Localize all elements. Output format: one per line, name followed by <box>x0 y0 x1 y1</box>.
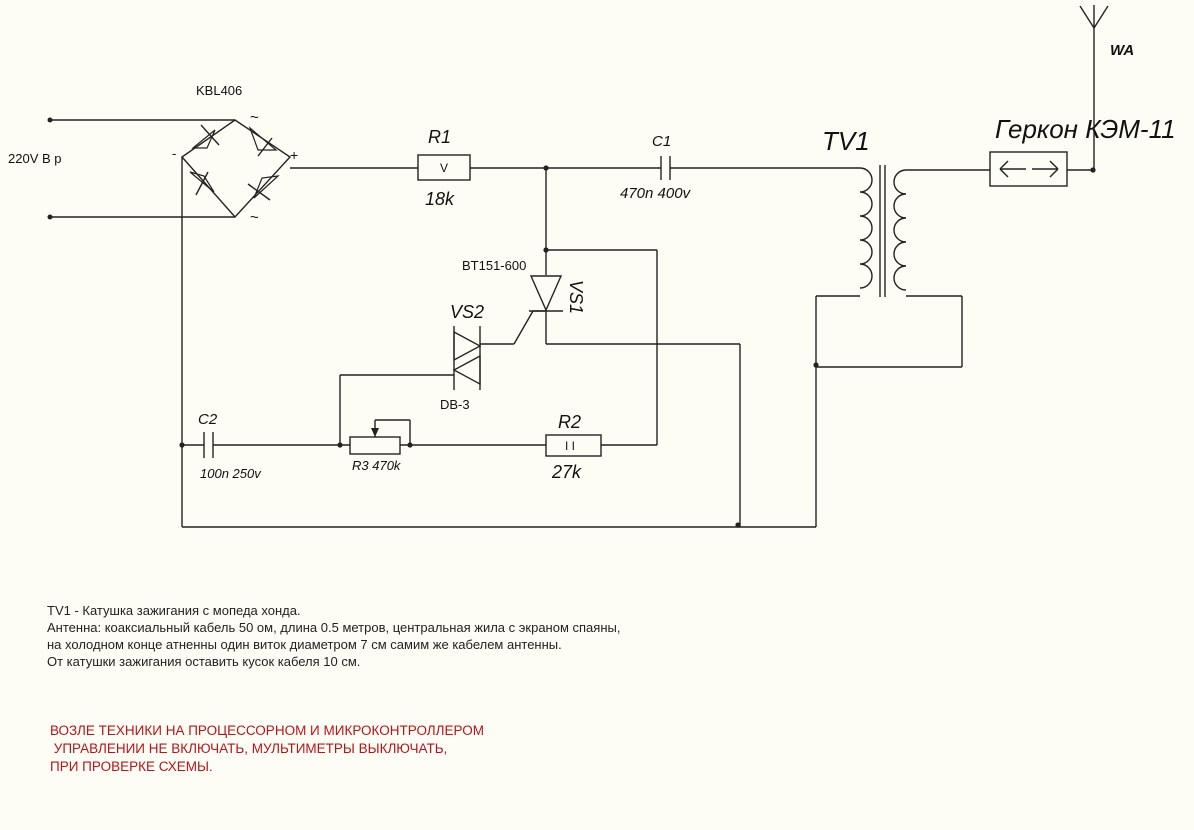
ignition-coil-tv1 <box>859 165 907 297</box>
antenna-wa <box>1079 5 1109 170</box>
warning-line: УПРАВЛЕНИИ НЕ ВКЛЮЧАТЬ, МУЛЬТИМЕТРЫ ВЫКЛ… <box>50 741 448 756</box>
db3-label: DB-3 <box>440 397 470 412</box>
note-line: От катушки зажигания оставить кусок кабе… <box>47 654 361 669</box>
warning-block: ВОЗЛЕ ТЕХНИКИ НА ПРОЦЕССОРНОМ И МИКРОКОН… <box>50 722 484 776</box>
r3-label: R3 470k <box>352 458 402 473</box>
diode-bridge <box>180 119 292 219</box>
thyristor-vs1 <box>529 275 563 344</box>
reed-switch-label: Геркон КЭМ-11 <box>995 114 1176 144</box>
r1-label: R1 <box>428 127 451 147</box>
c2-value: 100n 250v <box>200 466 262 481</box>
c2-label: C2 <box>198 411 218 428</box>
r2-label: R2 <box>558 412 581 432</box>
bridge-minus-label: - <box>172 146 176 161</box>
input-voltage-label: 220V В р <box>8 151 62 166</box>
warning-line: ПРИ ПРОВЕРКЕ СХЕМЫ. <box>50 759 213 774</box>
notes-block: TV1 - Катушка зажигания с мопеда хонда. … <box>47 602 620 670</box>
r2-marking: I I <box>565 439 575 453</box>
c1-label: C1 <box>652 133 671 150</box>
mains-input <box>47 117 235 220</box>
capacitor-c2 <box>203 432 214 458</box>
r2-value: 27k <box>551 462 582 482</box>
bridge-plus-label: + <box>290 147 298 163</box>
reed-switch <box>989 151 1068 187</box>
capacitor-c1 <box>660 156 671 180</box>
bridge-label: KBL406 <box>196 83 242 98</box>
r1-marking: V <box>440 161 448 175</box>
r1-value: 18k <box>425 189 455 209</box>
bridge-ac-label-bottom: ~ <box>250 209 259 226</box>
tv1-label: TV1 <box>822 126 870 156</box>
vs1-label: VS1 <box>566 280 586 314</box>
note-line: на холодном конце атненны один виток диа… <box>47 637 562 652</box>
potentiometer-r3 <box>349 419 411 455</box>
vs2-label: VS2 <box>450 302 484 322</box>
diac-vs2 <box>452 326 482 390</box>
scr-part-label: BT151-600 <box>462 258 526 273</box>
antenna-label: WA <box>1110 42 1134 59</box>
c1-value: 470n 400v <box>620 185 692 202</box>
bridge-ac-label-top: ~ <box>250 109 259 126</box>
note-line: TV1 - Катушка зажигания с мопеда хонда. <box>47 603 301 618</box>
warning-line: ВОЗЛЕ ТЕХНИКИ НА ПРОЦЕССОРНОМ И МИКРОКОН… <box>50 723 484 738</box>
note-line: Антенна: коаксиальный кабель 50 ом, длин… <box>47 620 621 635</box>
